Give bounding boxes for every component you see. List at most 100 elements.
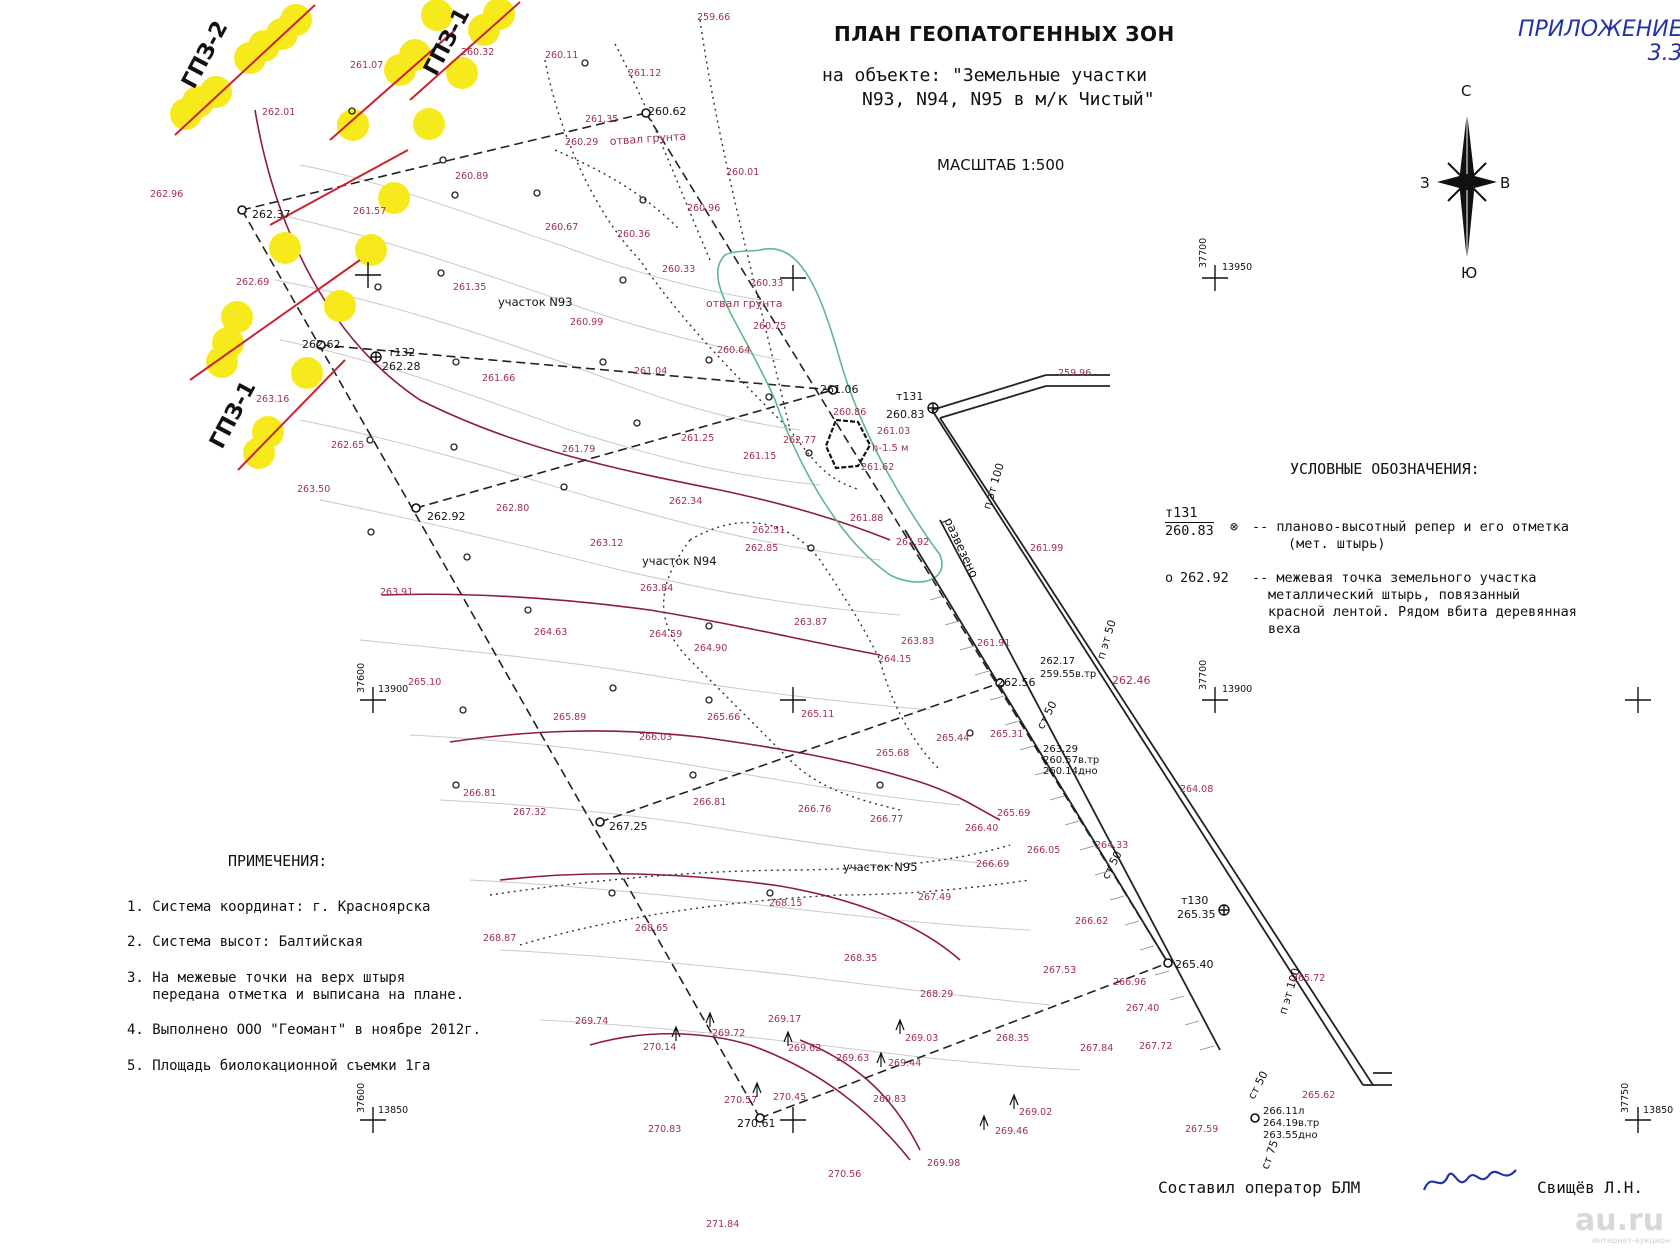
svg-text:261.25: 261.25 bbox=[681, 433, 714, 444]
svg-text:260.64: 260.64 bbox=[717, 345, 750, 356]
legend-title: УСЛОВНЫЕ ОБОЗНАЧЕНИЯ: bbox=[1290, 460, 1480, 478]
svg-text:т131: т131 bbox=[896, 390, 923, 403]
svg-text:261.79: 261.79 bbox=[562, 444, 595, 455]
legend-item-2-value: 262.92 bbox=[1180, 570, 1229, 586]
svg-text:ст 50: ст 50 bbox=[1099, 849, 1125, 882]
svg-text:266.05: 266.05 bbox=[1027, 845, 1060, 856]
svg-text:262.17: 262.17 bbox=[1040, 656, 1075, 667]
tree-symbols bbox=[671, 1011, 1019, 1130]
svg-text:266.76: 266.76 bbox=[798, 804, 831, 815]
svg-text:260.62: 260.62 bbox=[648, 105, 687, 118]
svg-text:262.96: 262.96 bbox=[150, 189, 183, 200]
svg-text:270.57: 270.57 bbox=[724, 1095, 757, 1106]
svg-text:260.89: 260.89 bbox=[455, 171, 488, 182]
svg-text:260.14дно: 260.14дно bbox=[1043, 766, 1098, 777]
svg-text:262.28: 262.28 bbox=[382, 360, 421, 373]
svg-text:261.04: 261.04 bbox=[634, 366, 667, 377]
svg-text:265.40: 265.40 bbox=[1175, 958, 1214, 971]
boundary-markers bbox=[237, 108, 1260, 1123]
note-2: 2. Система высот: Балтийская bbox=[127, 934, 364, 950]
svg-text:261.12: 261.12 bbox=[628, 68, 661, 79]
svg-text:262.65: 262.65 bbox=[331, 440, 364, 451]
svg-text:260.96: 260.96 bbox=[687, 203, 720, 214]
svg-text:265.44: 265.44 bbox=[936, 733, 969, 744]
legend-item-2-text-4: веха bbox=[1268, 621, 1301, 637]
svg-text:269.62: 269.62 bbox=[788, 1043, 821, 1054]
svg-text:ст 75: ст 75 bbox=[1259, 1138, 1281, 1171]
svg-text:37600: 37600 bbox=[356, 1083, 367, 1113]
svg-text:269.17: 269.17 bbox=[768, 1014, 801, 1025]
svg-text:п эт 50: п эт 50 bbox=[1094, 618, 1118, 661]
svg-text:13950: 13950 bbox=[1222, 262, 1252, 273]
legend-item-1-symbol: ⊗ bbox=[1230, 519, 1239, 535]
svg-text:260.29: 260.29 bbox=[565, 137, 598, 148]
map-title: ПЛАН ГЕОПАТОГЕННЫХ ЗОН bbox=[834, 22, 1175, 46]
dump-label-2: отвал грунта bbox=[706, 297, 783, 310]
svg-text:268.15: 268.15 bbox=[769, 898, 802, 909]
map-subtitle: на объекте: "Земельные участки N93, N94,… bbox=[822, 64, 1155, 112]
svg-text:265.69: 265.69 bbox=[997, 808, 1030, 819]
svg-text:261.35: 261.35 bbox=[453, 282, 486, 293]
pit-depth-label: h-1.5 м bbox=[872, 443, 909, 454]
svg-text:261.99: 261.99 bbox=[1030, 543, 1063, 554]
svg-text:265.31: 265.31 bbox=[990, 729, 1023, 740]
dump-label-1: отвал грунта bbox=[609, 130, 686, 148]
svg-text:263.84: 263.84 bbox=[640, 583, 673, 594]
svg-text:260.01: 260.01 bbox=[726, 167, 759, 178]
svg-text:т130: т130 bbox=[1181, 894, 1208, 907]
svg-text:260.36: 260.36 bbox=[617, 229, 650, 240]
svg-text:271.84: 271.84 bbox=[706, 1219, 739, 1230]
svg-text:266.40: 266.40 bbox=[965, 823, 998, 834]
svg-text:262.01: 262.01 bbox=[262, 107, 295, 118]
svg-text:267.59: 267.59 bbox=[1185, 1124, 1218, 1135]
biolocation-outline bbox=[716, 247, 943, 583]
ditch-hatching bbox=[929, 595, 1215, 1051]
svg-text:269.83: 269.83 bbox=[873, 1094, 906, 1105]
note-3a: 3. На межевые точки на верх штыря bbox=[127, 970, 406, 986]
svg-text:263.12: 263.12 bbox=[590, 538, 623, 549]
parcel-label-94: участок N94 bbox=[642, 554, 717, 568]
svg-text:270.83: 270.83 bbox=[648, 1124, 681, 1135]
svg-text:262.51: 262.51 bbox=[752, 525, 785, 536]
svg-text:269.03: 269.03 bbox=[905, 1033, 938, 1044]
svg-text:266.81: 266.81 bbox=[693, 797, 726, 808]
svg-text:261.06: 261.06 bbox=[820, 383, 859, 396]
svg-text:262.69: 262.69 bbox=[236, 277, 269, 288]
svg-text:261.15: 261.15 bbox=[743, 451, 776, 462]
signature-name: Свищёв Л.Н. bbox=[1537, 1178, 1643, 1197]
svg-text:261.03: 261.03 bbox=[877, 426, 910, 437]
svg-text:263.91: 263.91 bbox=[380, 587, 413, 598]
svg-text:267.25: 267.25 bbox=[609, 820, 648, 833]
svg-text:т132: т132 bbox=[388, 346, 415, 359]
svg-text:265.62: 265.62 bbox=[1302, 1090, 1335, 1101]
svg-text:260.33: 260.33 bbox=[750, 278, 783, 289]
svg-text:260.86: 260.86 bbox=[833, 407, 866, 418]
elevation-labels: 259.66 260.11 261.12 260.32 261.07 262.0… bbox=[150, 12, 1335, 1230]
legend-item-1-text-2: (мет. штырь) bbox=[1288, 536, 1386, 552]
svg-text:260.83: 260.83 bbox=[886, 408, 925, 421]
svg-text:260.57в.тр: 260.57в.тр bbox=[1043, 755, 1099, 766]
svg-text:262.85: 262.85 bbox=[745, 543, 778, 554]
svg-text:261.62: 261.62 bbox=[861, 462, 894, 473]
svg-text:266.03: 266.03 bbox=[639, 732, 672, 743]
svg-text:261.57: 261.57 bbox=[353, 206, 386, 217]
svg-text:263.16: 263.16 bbox=[256, 394, 289, 405]
svg-text:ст 50: ст 50 bbox=[1245, 1069, 1271, 1102]
svg-text:263.50: 263.50 bbox=[297, 484, 330, 495]
svg-text:270.14: 270.14 bbox=[643, 1042, 676, 1053]
svg-text:268.35: 268.35 bbox=[996, 1033, 1029, 1044]
dotted-limits bbox=[489, 19, 1031, 946]
svg-text:260.11: 260.11 bbox=[545, 50, 578, 61]
svg-text:266.69: 266.69 bbox=[976, 859, 1009, 870]
svg-text:264.33: 264.33 bbox=[1095, 840, 1128, 851]
svg-text:269.63: 269.63 bbox=[836, 1053, 869, 1064]
parcel-label-95: участок N95 bbox=[843, 860, 918, 874]
svg-text:263.55дно: 263.55дно bbox=[1263, 1130, 1318, 1141]
svg-text:13850: 13850 bbox=[378, 1105, 408, 1116]
note-1: 1. Система координат: г. Красноярска bbox=[127, 899, 431, 915]
svg-text:264.15: 264.15 bbox=[878, 654, 911, 665]
svg-text:260.32: 260.32 bbox=[461, 47, 494, 58]
benchmark-labels: т132 262.28 т131 260.83 т130 265.35 bbox=[382, 346, 1216, 921]
gpz-zones bbox=[170, 0, 515, 469]
